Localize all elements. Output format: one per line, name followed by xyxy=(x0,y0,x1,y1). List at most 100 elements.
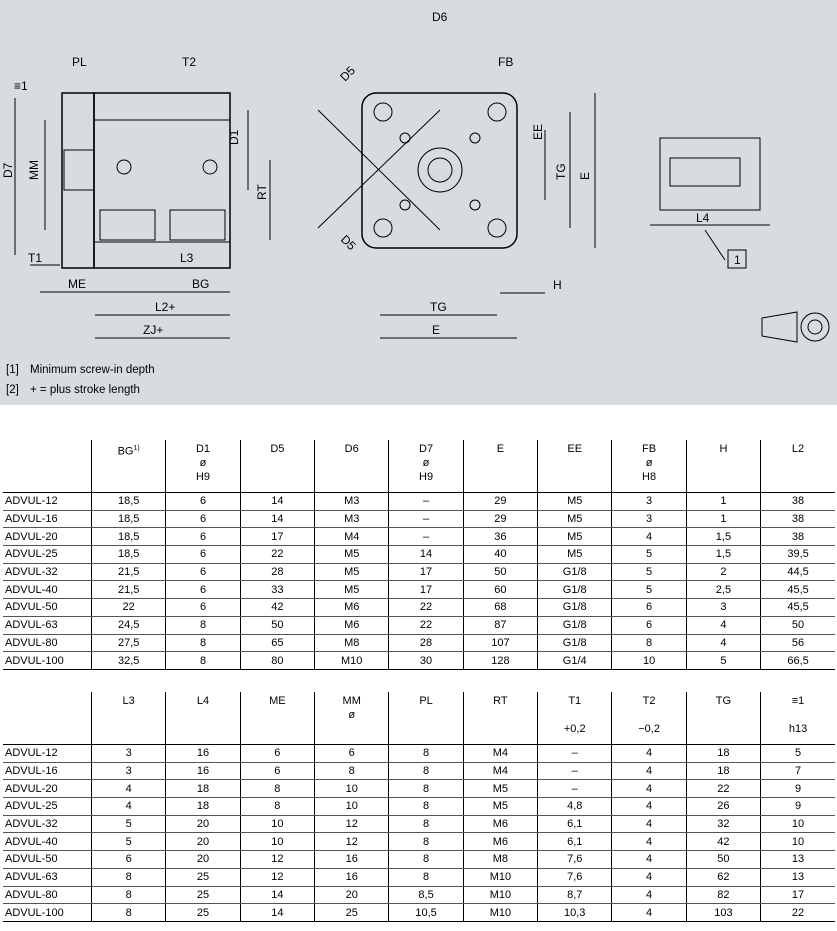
header-symbol xyxy=(241,708,314,722)
value-cell: M3 xyxy=(314,492,389,511)
column-header: TG xyxy=(685,692,761,745)
value-cell: 42 xyxy=(239,598,315,617)
value-cell: – xyxy=(537,744,612,763)
model-cell: ADVUL-40 xyxy=(3,580,92,600)
label-T1: T1 xyxy=(28,251,42,265)
value-cell: 50 xyxy=(239,616,315,635)
value-cell: 16 xyxy=(165,762,241,781)
value-cell: 18,5 xyxy=(90,545,166,564)
value-cell: 8 xyxy=(165,634,241,653)
value-cell: 30 xyxy=(388,651,464,670)
value-cell: M5 xyxy=(537,545,612,564)
value-cell: 25 xyxy=(165,886,241,905)
value-cell: 4 xyxy=(611,815,687,834)
value-cell: 4 xyxy=(611,850,687,869)
value-cell: 9 xyxy=(760,797,835,816)
header-symbol xyxy=(315,456,388,470)
model-cell: ADVUL-63 xyxy=(3,868,92,887)
value-cell: 8 xyxy=(165,651,241,670)
value-cell: M6 xyxy=(462,815,538,834)
value-cell: 62 xyxy=(685,868,761,887)
value-cell: M6 xyxy=(314,616,389,635)
value-cell: 45,5 xyxy=(760,580,835,600)
label-MM: MM xyxy=(27,160,41,180)
header-symbol: ø xyxy=(348,709,356,721)
column-header: EE xyxy=(537,440,612,493)
value-cell: 38 xyxy=(760,510,835,529)
value-cell: G1/8 xyxy=(537,580,612,600)
label-L4: L4 xyxy=(696,211,710,225)
header-name: T2 xyxy=(642,695,656,707)
label-L2: L2+ xyxy=(155,300,175,314)
column-header: L4 xyxy=(165,692,241,745)
header-name: D6 xyxy=(344,443,359,455)
value-cell: 4 xyxy=(685,634,761,653)
header-name: FB xyxy=(642,443,657,455)
value-cell: 18 xyxy=(165,797,241,816)
value-cell: 7,6 xyxy=(537,850,612,869)
label-E-vertical: E xyxy=(578,172,592,180)
value-cell: 1,5 xyxy=(685,527,761,547)
note-2: [2]+ = plus stroke length xyxy=(6,384,140,396)
column-header: T2−0,2 xyxy=(611,692,687,745)
value-cell: 29 xyxy=(462,510,538,529)
value-cell: 10 xyxy=(611,651,687,670)
value-cell: 45,5 xyxy=(760,598,835,617)
value-cell: 5 xyxy=(90,815,166,834)
value-cell: 12 xyxy=(239,850,315,869)
value-cell: 8 xyxy=(165,616,241,635)
value-cell: 10 xyxy=(760,832,835,852)
label-width-across-flats: ≡1 xyxy=(14,79,28,93)
value-cell: 6 xyxy=(611,616,687,635)
value-cell: 27,5 xyxy=(90,634,166,653)
value-cell: 25 xyxy=(165,868,241,887)
header-symbol xyxy=(761,456,835,470)
value-cell: – xyxy=(388,527,464,547)
label-D7: D7 xyxy=(1,162,15,178)
header-name: PL xyxy=(419,695,433,707)
value-cell: 12 xyxy=(239,868,315,887)
header-tolerance: H8 xyxy=(642,471,657,483)
value-cell: 5 xyxy=(90,832,166,852)
value-cell: 8,5 xyxy=(388,886,464,905)
value-cell: 10,3 xyxy=(537,903,612,922)
model-cell: ADVUL-32 xyxy=(3,563,92,582)
value-cell: 8 xyxy=(239,797,315,816)
header-symbol: ø xyxy=(199,457,207,469)
value-cell: M8 xyxy=(462,850,538,869)
value-cell: M5 xyxy=(462,779,538,799)
value-cell: 20 xyxy=(165,832,241,852)
technical-drawing: PL T2 ≡1 D1 D7 MM RT T1 L3 ME BG L2+ ZJ+… xyxy=(0,0,837,405)
value-cell: 20 xyxy=(165,815,241,834)
header-symbol: ø xyxy=(422,457,430,469)
value-cell: 8 xyxy=(90,903,166,922)
column-header: L2 xyxy=(760,440,835,493)
value-cell: 42 xyxy=(685,832,761,852)
value-cell: 87 xyxy=(462,616,538,635)
value-cell: 18,5 xyxy=(90,492,166,511)
value-cell: 32,5 xyxy=(90,651,166,670)
value-cell: M5 xyxy=(314,580,389,600)
model-cell: ADVUL-20 xyxy=(3,779,92,799)
value-cell: 4 xyxy=(685,616,761,635)
column-header: T1+0,2 xyxy=(537,692,612,745)
value-cell: 16 xyxy=(314,850,389,869)
value-cell: 4 xyxy=(611,832,687,852)
column-header: D5 xyxy=(239,440,315,493)
value-cell: 6 xyxy=(90,850,166,869)
header-name: E xyxy=(496,443,505,455)
value-cell: 33 xyxy=(239,580,315,600)
model-cell: ADVUL-25 xyxy=(3,545,92,564)
value-cell: 68 xyxy=(462,598,538,617)
